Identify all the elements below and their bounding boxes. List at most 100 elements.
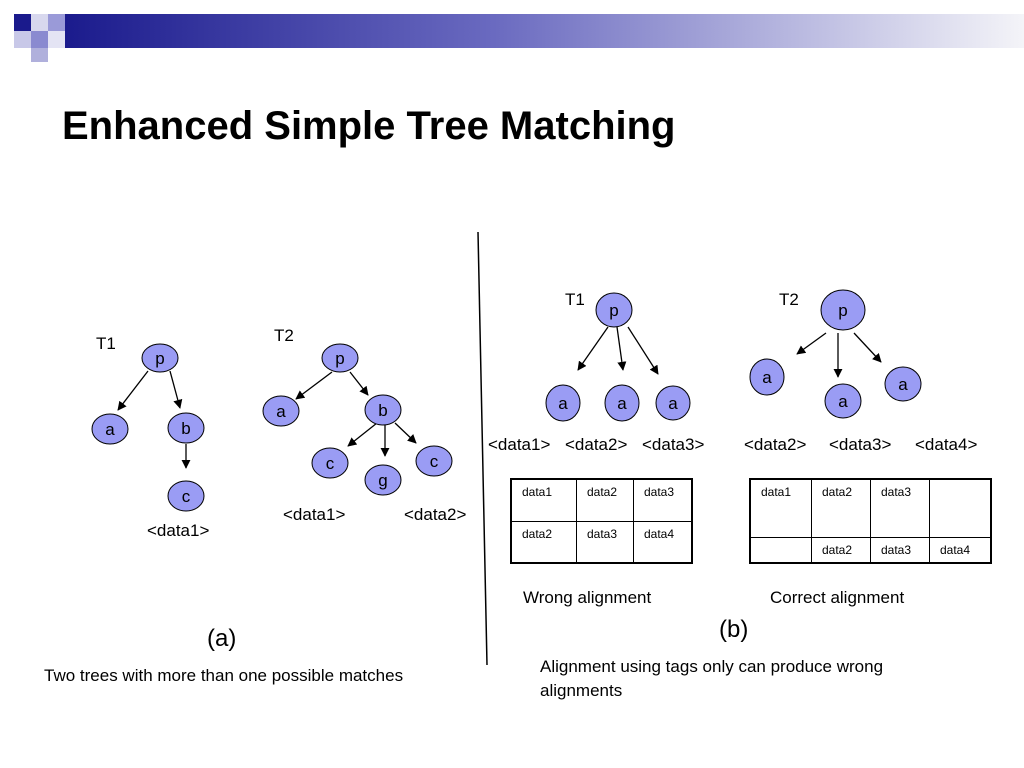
node-label: p	[155, 349, 164, 368]
correct-alignment-table: data1 data2 data3 data2 data3 data4	[749, 478, 992, 564]
data-tag: <data3>	[642, 435, 705, 454]
tree-node-g	[364, 464, 402, 496]
edge	[577, 326, 609, 371]
table-cell: data1	[749, 478, 812, 538]
tree-b2-nodes	[749, 289, 922, 419]
tree-a2-node-labels: p a b c g c	[276, 349, 438, 490]
tree-node-c	[311, 447, 349, 479]
part-label-a: (a)	[207, 625, 237, 652]
data-tag: <data1>	[283, 505, 346, 524]
tree-node-a	[604, 384, 640, 422]
table-cell: data4	[633, 520, 693, 564]
data-tag: <data2>	[744, 435, 807, 454]
tree-node-a	[824, 383, 862, 419]
tree-node-c	[167, 480, 205, 512]
node-label: a	[276, 402, 286, 421]
banner-square	[14, 31, 31, 48]
tree-node-a	[749, 358, 785, 396]
node-label: p	[335, 349, 344, 368]
edge	[295, 371, 333, 400]
table-cell: data3	[870, 536, 930, 564]
tree-node-a	[884, 366, 922, 402]
table-row: data2 data3 data4	[510, 520, 693, 564]
tree-a2-nodes	[262, 343, 453, 496]
banner-square	[31, 31, 48, 48]
tree-node-b	[364, 394, 402, 426]
table-row: data1 data2 data3	[510, 478, 693, 522]
wrong-alignment-caption: Wrong alignment	[523, 588, 652, 607]
node-label: a	[105, 420, 115, 439]
node-label: c	[182, 487, 191, 506]
table-row: data2 data3 data4	[749, 536, 992, 564]
banner-square	[31, 14, 48, 31]
edge	[349, 371, 369, 396]
banner-square	[48, 31, 65, 48]
tree-a1-node-labels: p a b c	[105, 349, 190, 506]
node-label: b	[181, 419, 190, 438]
caption-a: Two trees with more than one possible ma…	[44, 666, 404, 685]
node-label: a	[668, 394, 678, 413]
edge	[347, 422, 378, 447]
table-cell: data3	[870, 478, 930, 538]
tree-label-t2: T2	[274, 326, 294, 345]
header-banner	[14, 14, 1024, 62]
table-cell: data3	[576, 520, 634, 564]
node-label: a	[838, 392, 848, 411]
edges-part-b	[577, 326, 882, 378]
tree-node-a	[545, 384, 581, 422]
data-tag: <data2>	[565, 435, 628, 454]
tree-node-p	[595, 292, 633, 328]
banner-square	[14, 14, 31, 31]
data-tag: <data1>	[488, 435, 551, 454]
tree-label-t1: T1	[96, 334, 116, 353]
tree-b1-node-labels: p a a a	[558, 301, 678, 413]
table-cell: data1	[510, 478, 577, 522]
table-cell: data4	[929, 536, 992, 564]
tree-label-t2: T2	[779, 290, 799, 309]
tree-node-a	[655, 385, 691, 421]
correct-alignment-caption: Correct alignment	[770, 588, 905, 607]
data-tag: <data1>	[147, 521, 210, 540]
table-row: data1 data2 data3	[749, 478, 992, 538]
caption-b: Alignment using tags only can produce wr…	[540, 657, 884, 700]
node-label: c	[326, 454, 335, 473]
edge	[853, 332, 882, 363]
table-cell: data2	[811, 536, 871, 564]
data-tag: <data4>	[915, 435, 978, 454]
tree-a1-nodes	[91, 343, 205, 512]
table-cell: data2	[576, 478, 634, 522]
edges-part-a	[117, 370, 417, 469]
node-label: c	[430, 452, 439, 471]
edge	[627, 326, 659, 375]
node-label: a	[762, 368, 772, 387]
edge	[117, 370, 149, 411]
wrong-alignment-table: data1 data2 data3 data2 data3 data4	[510, 478, 693, 564]
node-label: a	[617, 394, 627, 413]
node-label: p	[838, 301, 847, 320]
tree-label-t1: T1	[565, 290, 585, 309]
edge	[796, 332, 827, 355]
table-cell	[749, 536, 812, 564]
banner-square	[48, 14, 65, 31]
node-label: a	[898, 375, 908, 394]
edge	[616, 326, 627, 371]
data-tag: <data2>	[404, 505, 467, 524]
tree-node-a	[262, 395, 300, 427]
part-label-b: (b)	[719, 616, 749, 643]
tree-node-p	[141, 343, 179, 373]
table-cell: data2	[811, 478, 871, 538]
edge	[394, 422, 417, 444]
banner-square	[31, 48, 48, 62]
node-label: a	[558, 394, 568, 413]
node-label: p	[609, 301, 618, 320]
tree-node-a	[91, 413, 129, 445]
node-label: g	[378, 471, 387, 490]
tree-node-p	[820, 289, 866, 331]
tree-b1-nodes	[545, 292, 691, 422]
node-label: b	[378, 401, 387, 420]
table-cell	[929, 478, 992, 538]
data-tag: <data3>	[829, 435, 892, 454]
tree-b2-node-labels: p a a a	[762, 301, 908, 411]
tree-node-b	[167, 412, 205, 444]
